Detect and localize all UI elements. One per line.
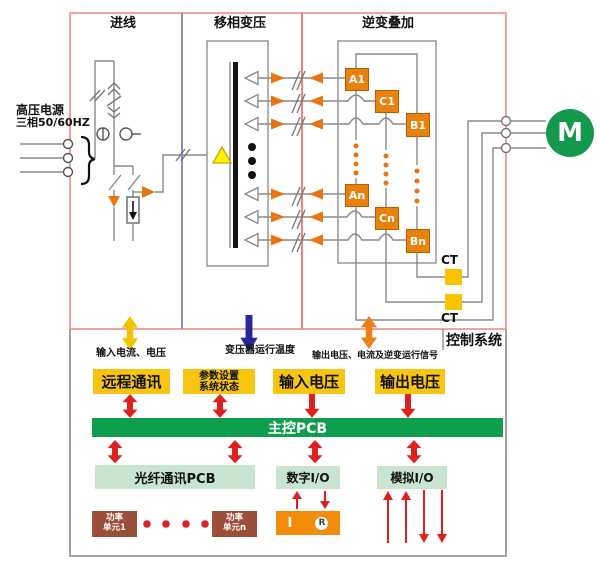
param-settings-line2: 系统状态 bbox=[199, 381, 239, 393]
section-frames bbox=[69, 12, 507, 557]
cell-a1: A1 bbox=[345, 68, 369, 91]
io-relay-box: I R bbox=[276, 511, 340, 535]
caption-transformer-temperature: 变压器运行温度 bbox=[225, 345, 295, 356]
cell-cn: Cn bbox=[375, 207, 399, 230]
hv-source-line1: 高压电源 bbox=[16, 103, 65, 117]
motor-wiring bbox=[355, 115, 546, 321]
section-title-incoming: 进线 bbox=[109, 15, 136, 31]
inverter-wiring bbox=[337, 40, 437, 264]
module-remote-comm: 远程通讯 bbox=[93, 369, 170, 394]
ct-label-bottom: CT bbox=[441, 311, 458, 325]
digital-io-bar: 数字I/O bbox=[276, 466, 340, 489]
yellow-double-arrow bbox=[121, 316, 139, 351]
module-output-voltage: 输出电压 bbox=[375, 369, 445, 394]
section-title-control: 控制系统 bbox=[446, 333, 502, 349]
main-pcb-bar: 主控PCB bbox=[92, 418, 503, 437]
analog-io-bar: 模拟I/O bbox=[377, 466, 447, 489]
power-unit-1-line1: 功率 bbox=[105, 513, 123, 524]
hv-source-label: 高压电源 三相50/60HZ bbox=[16, 103, 90, 130]
caption-input-current-voltage: 输入电流、电压 bbox=[96, 348, 166, 359]
phase-shift-transformer bbox=[206, 40, 269, 267]
io-relay-i-label: I bbox=[287, 515, 293, 531]
control-arrows bbox=[107, 394, 447, 543]
ct-sensor-bottom bbox=[445, 294, 462, 310]
ct-sensor-top bbox=[445, 269, 462, 285]
motor: M bbox=[546, 109, 594, 157]
module-param-settings: 参数设置 系统状态 bbox=[183, 369, 255, 394]
orange-double-arrow bbox=[360, 316, 378, 350]
cell-an: An bbox=[345, 184, 369, 207]
section-title-inverter: 逆变叠加 bbox=[361, 15, 414, 31]
cell-b1: B1 bbox=[406, 113, 430, 137]
io-relay-r-label: R bbox=[318, 518, 326, 528]
power-unit-1-line2: 单元1 bbox=[103, 523, 126, 533]
motor-label: M bbox=[557, 118, 583, 148]
power-unit-n: 功率 单元n bbox=[212, 511, 257, 537]
module-input-voltage: 输入电压 bbox=[273, 369, 345, 394]
power-unit-n-line1: 功率 bbox=[225, 513, 243, 524]
ct-label-top: CT bbox=[441, 253, 458, 267]
io-relay-r-badge: R bbox=[315, 516, 329, 530]
caption-output-signals: 输出电压、电流及逆变运行信号 bbox=[311, 350, 438, 361]
power-unit-n-line2: 单元n bbox=[222, 523, 247, 533]
power-unit-1: 功率 单元1 bbox=[92, 511, 137, 537]
section-title-transformer: 移相变压 bbox=[213, 15, 266, 31]
param-settings-line1: 参数设置 bbox=[199, 370, 239, 382]
incoming-line-circuit bbox=[20, 60, 207, 241]
fiber-pcb-bar: 光纤通讯PCB bbox=[95, 465, 255, 489]
cell-bn: Bn bbox=[406, 229, 430, 253]
cell-c1: C1 bbox=[375, 90, 399, 113]
hv-source-line2: 三相50/60HZ bbox=[16, 116, 90, 130]
